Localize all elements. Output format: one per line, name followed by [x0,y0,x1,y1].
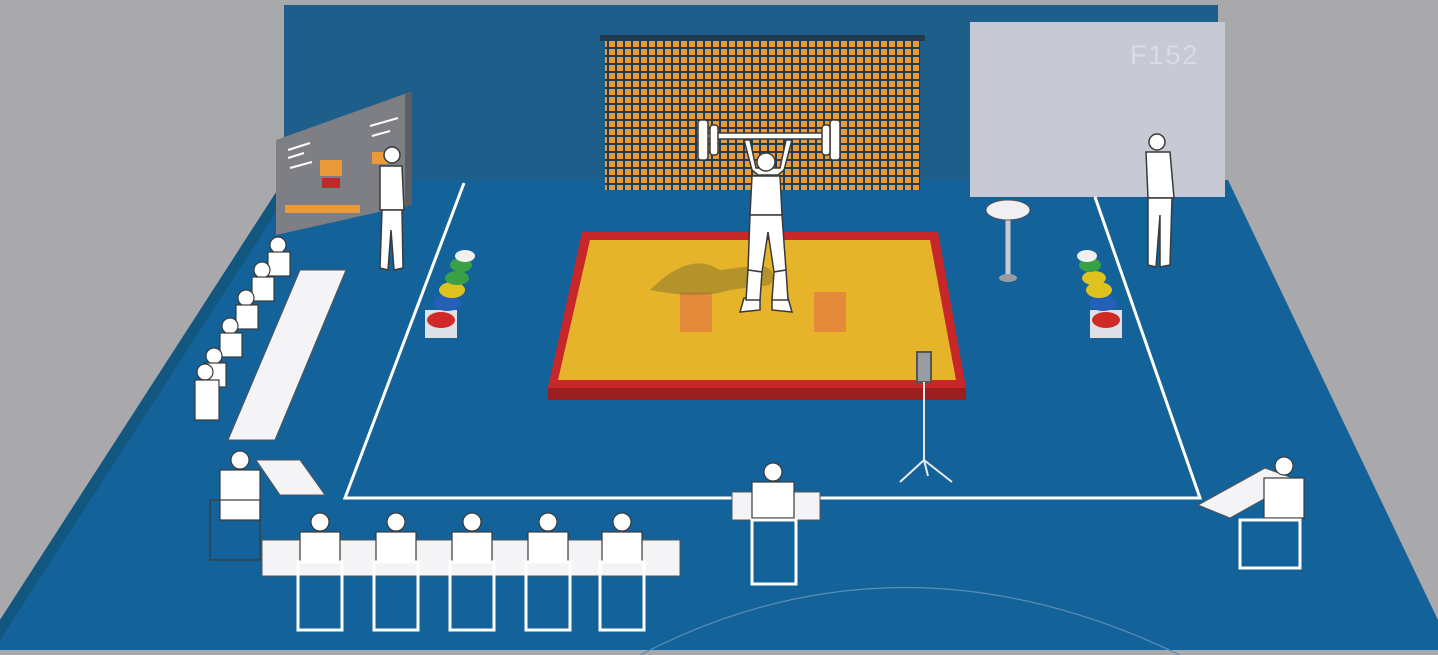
reference-code: F152 [1130,40,1200,71]
official-figure-right [1146,134,1174,267]
official-figure-left [380,147,404,270]
